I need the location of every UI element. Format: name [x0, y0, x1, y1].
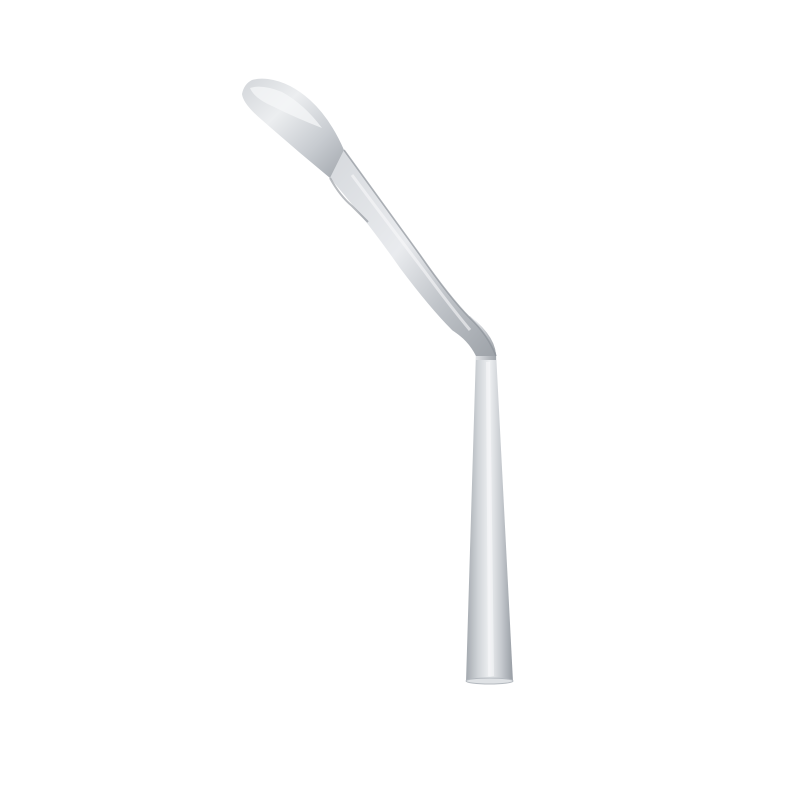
blade-bevel — [329, 177, 369, 223]
shaft-end — [465, 677, 514, 685]
neck-highlight — [350, 174, 472, 331]
shaft-highlight — [486, 362, 494, 676]
blade-highlight — [250, 86, 322, 128]
neck-edge-shade — [343, 149, 497, 357]
